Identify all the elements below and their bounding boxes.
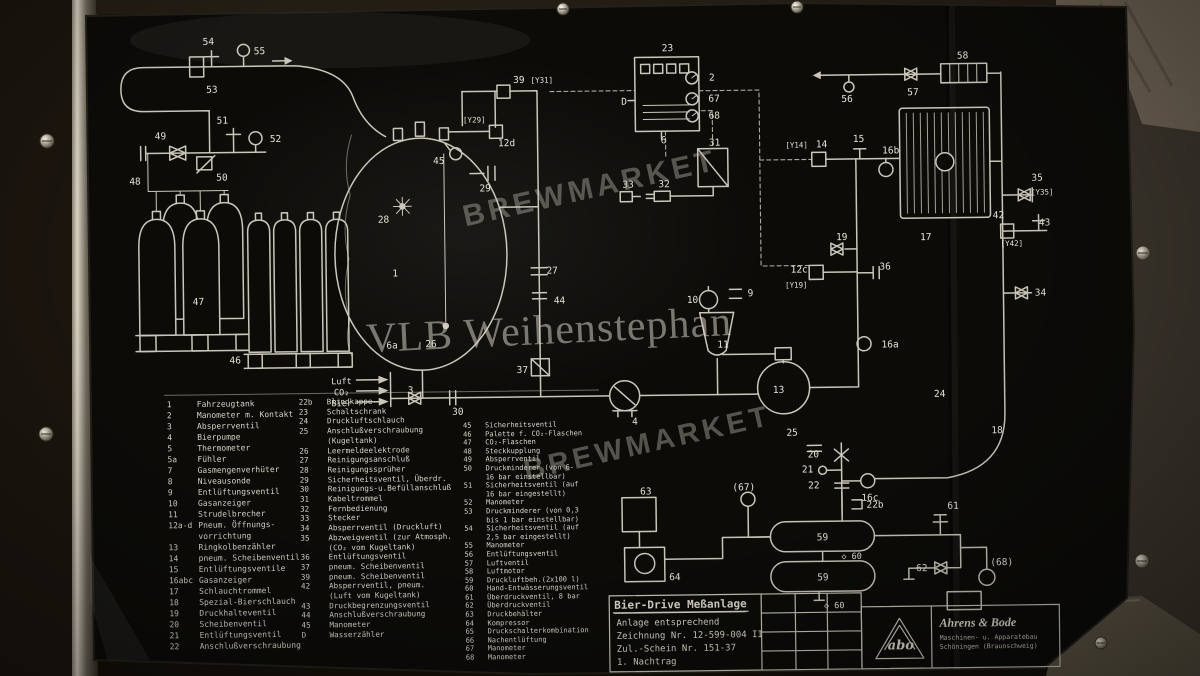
diagram-label: 68 <box>708 111 720 122</box>
diagram-label: 1 <box>392 268 398 279</box>
diagram-label: 22b <box>866 500 884 511</box>
diagram-label: 51 <box>217 116 229 127</box>
diagram-label: 29 <box>479 183 491 194</box>
diagram-label: 67 <box>708 94 720 105</box>
diagram-label: 45 <box>433 156 445 167</box>
schematic-lines <box>120 43 1061 673</box>
diagram-label: 11 <box>717 339 729 350</box>
diagram-label: 39 <box>513 75 525 86</box>
diagram-label: 18 <box>991 425 1003 436</box>
diagram-label: 34 <box>1035 288 1047 299</box>
diagram-label: 63 <box>640 486 652 497</box>
diagram-label: 59 <box>817 532 829 543</box>
diagram-label: 6 <box>661 135 667 146</box>
diagram-label: 16c <box>861 493 878 504</box>
diagram-label: 23 <box>662 43 674 54</box>
diagram-label: (68) <box>990 557 1013 568</box>
diagram-label: 31 <box>709 138 721 149</box>
diagram-label: 52 <box>270 134 282 145</box>
diagram-label: 9 <box>748 288 754 299</box>
diagram-label: 12c <box>791 264 808 275</box>
diagram-label: 49 <box>155 131 167 142</box>
diagram-label: 2 <box>709 73 715 84</box>
diagram-label: 50 <box>216 173 228 184</box>
diagram-label: 16a <box>881 339 898 350</box>
diagram-label: Luft <box>331 377 352 387</box>
diagram-label: 30 <box>452 407 464 418</box>
diagram-label: 61 <box>947 501 959 512</box>
diagram-label: 46 <box>229 355 241 366</box>
diagram-label: 53 <box>206 85 218 96</box>
diagram-label: 25 <box>786 428 798 439</box>
frame-screws <box>38 0 1151 650</box>
diagram-label: 19 <box>836 232 848 243</box>
diagram-label: 6a <box>386 340 398 351</box>
diagram-label: 62 <box>916 563 928 574</box>
diagram-label: 24 <box>934 389 946 400</box>
diagram-label: 37 <box>517 365 529 376</box>
diagram-label: [Y29] <box>463 115 486 124</box>
diagram-label: Bier <box>331 399 352 409</box>
diagram-label: 12d <box>498 138 515 149</box>
diagram-label: D <box>621 97 627 108</box>
diagram-label: [Y42] <box>1001 239 1024 248</box>
diagram-label: ◇ 60 <box>824 601 845 611</box>
diagram-label: 28 <box>378 215 390 226</box>
diagram-label: 55 <box>254 46 266 57</box>
diagram-label: 16b <box>882 145 900 156</box>
diagram-label: 20 <box>808 449 820 460</box>
diagram-label: 21 <box>802 464 814 475</box>
diagram-label: [Y31] <box>530 76 553 85</box>
diagram-label: CO₂ <box>334 388 349 398</box>
diagram-label: ◇ 60 <box>841 552 862 562</box>
diagram-label: 14 <box>816 139 828 150</box>
diagram-label: 42 <box>993 210 1005 221</box>
diagram-label: 59 <box>817 572 829 583</box>
diagram-label: 22 <box>808 480 820 491</box>
diagram-label: 54 <box>203 37 215 48</box>
diagram-label: [Y14] <box>785 140 808 149</box>
diagram-label: 57 <box>907 87 919 98</box>
diagram-label: 26 <box>425 339 437 350</box>
diagram-label: [Y19] <box>785 280 808 289</box>
diagram-label: (67) <box>732 482 755 493</box>
diagram-label: 27 <box>546 266 558 277</box>
diagram-label: 17 <box>920 232 932 243</box>
diagram-label: 10 <box>687 295 699 306</box>
diagram-label: 32 <box>658 179 670 190</box>
diagram-label: 4 <box>632 417 638 428</box>
diagram-label: 58 <box>957 50 969 61</box>
diagram-label: 56 <box>841 94 853 105</box>
diagram-label: 44 <box>554 295 566 306</box>
diagram-label: 47 <box>193 297 205 308</box>
diagram-label: 48 <box>129 177 141 188</box>
diagram-label: 35 <box>1031 173 1043 184</box>
diagram-label: 3 <box>408 385 414 396</box>
black-panel <box>40 0 1136 676</box>
diagram-label: 36 <box>879 261 891 272</box>
diagram-label: 43 <box>1039 217 1051 228</box>
diagram-label: 15 <box>853 134 865 145</box>
diagram-label: 13 <box>773 385 785 396</box>
diagram-label: 33 <box>622 180 634 191</box>
diagram-label: 64 <box>669 572 681 583</box>
diagram-label: [Y35] <box>1031 187 1054 196</box>
